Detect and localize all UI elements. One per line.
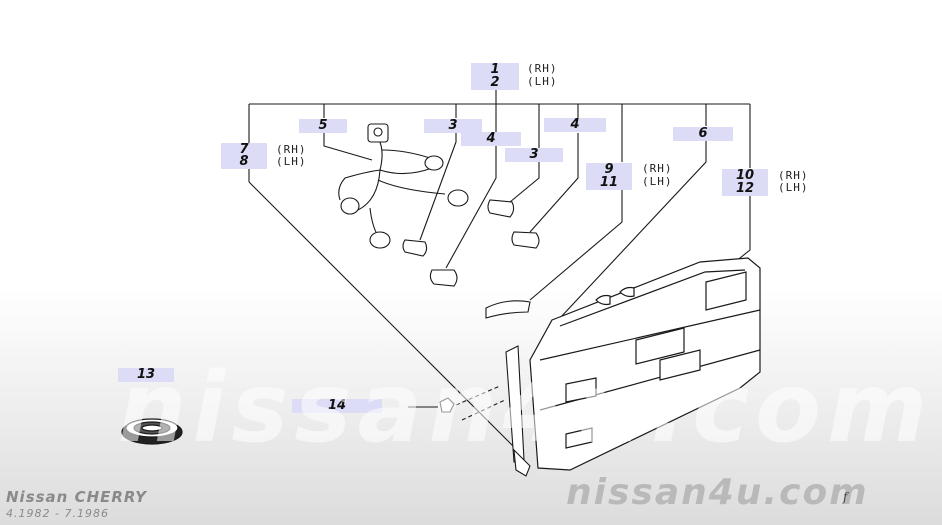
nut	[439, 397, 455, 413]
callout-3b: 3	[505, 148, 563, 162]
callout-3a: 3	[424, 119, 482, 133]
bulbs	[402, 199, 540, 287]
callout-8-side: (LH)	[276, 155, 307, 168]
callout-2-side: (LH)	[527, 75, 558, 88]
callout-13: 13	[118, 368, 174, 382]
callout-12-side: (LH)	[778, 181, 809, 194]
callout-4a: 4	[461, 132, 521, 146]
callout-6: 6	[673, 127, 733, 141]
callout-9-side: (RH)	[642, 162, 673, 175]
callout-11: 11	[586, 176, 632, 190]
callout-2: 2	[471, 76, 519, 90]
callout-12: 12	[722, 182, 768, 196]
figure-ref: f	[843, 490, 848, 504]
watermark-bottom: nissan4u.com	[566, 472, 869, 513]
callout-7: 7	[221, 143, 267, 157]
callout-5: 5	[299, 119, 347, 133]
callout-8: 8	[221, 155, 267, 169]
callout-10-side: (RH)	[778, 169, 809, 182]
callout-10: 10	[722, 169, 768, 183]
model-name: Nissan CHERRY	[6, 488, 147, 506]
callout-7-side: (RH)	[276, 143, 307, 156]
gasket-clip	[513, 448, 531, 477]
callout-4b: 4	[544, 118, 606, 132]
watermark-center: nissan4u.com	[118, 352, 934, 464]
callout-1-side: (RH)	[527, 62, 558, 75]
leader-lines	[248, 88, 751, 449]
seal-roll	[121, 418, 183, 445]
tail-lamp	[529, 257, 761, 471]
callout-11-side: (LH)	[642, 175, 673, 188]
wiring-harness	[338, 123, 469, 249]
lens-strip	[485, 300, 531, 319]
callout-1: 1	[471, 63, 519, 77]
model-dates: 4.1982 - 7.1986	[6, 507, 109, 520]
callout-14: 14	[292, 399, 382, 413]
callout-9: 9	[586, 163, 632, 177]
